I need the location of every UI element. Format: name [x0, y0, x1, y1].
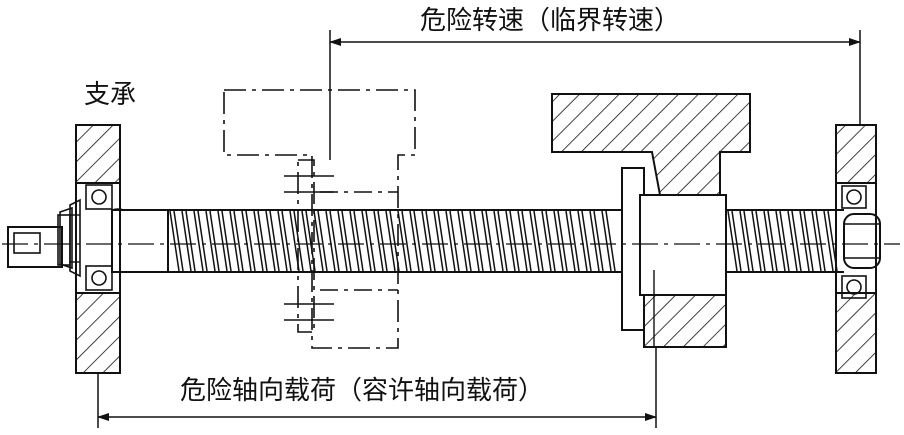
thread-pattern — [169, 210, 838, 272]
nut-phantom — [223, 89, 416, 349]
critical-axial-load-label: 危险轴向载荷（容许轴向载荷） — [180, 376, 545, 406]
shaft-end — [7, 208, 169, 273]
screw-shaft — [168, 209, 881, 273]
left-support — [59, 124, 121, 374]
support-label: 支承 — [84, 80, 137, 110]
critical-speed-label: 危险转速（临界转速） — [420, 6, 681, 36]
dimension-critical-load — [97, 347, 657, 428]
right-support — [835, 124, 877, 374]
ball-nut — [551, 93, 751, 348]
dimension-critical-speed — [329, 30, 861, 160]
